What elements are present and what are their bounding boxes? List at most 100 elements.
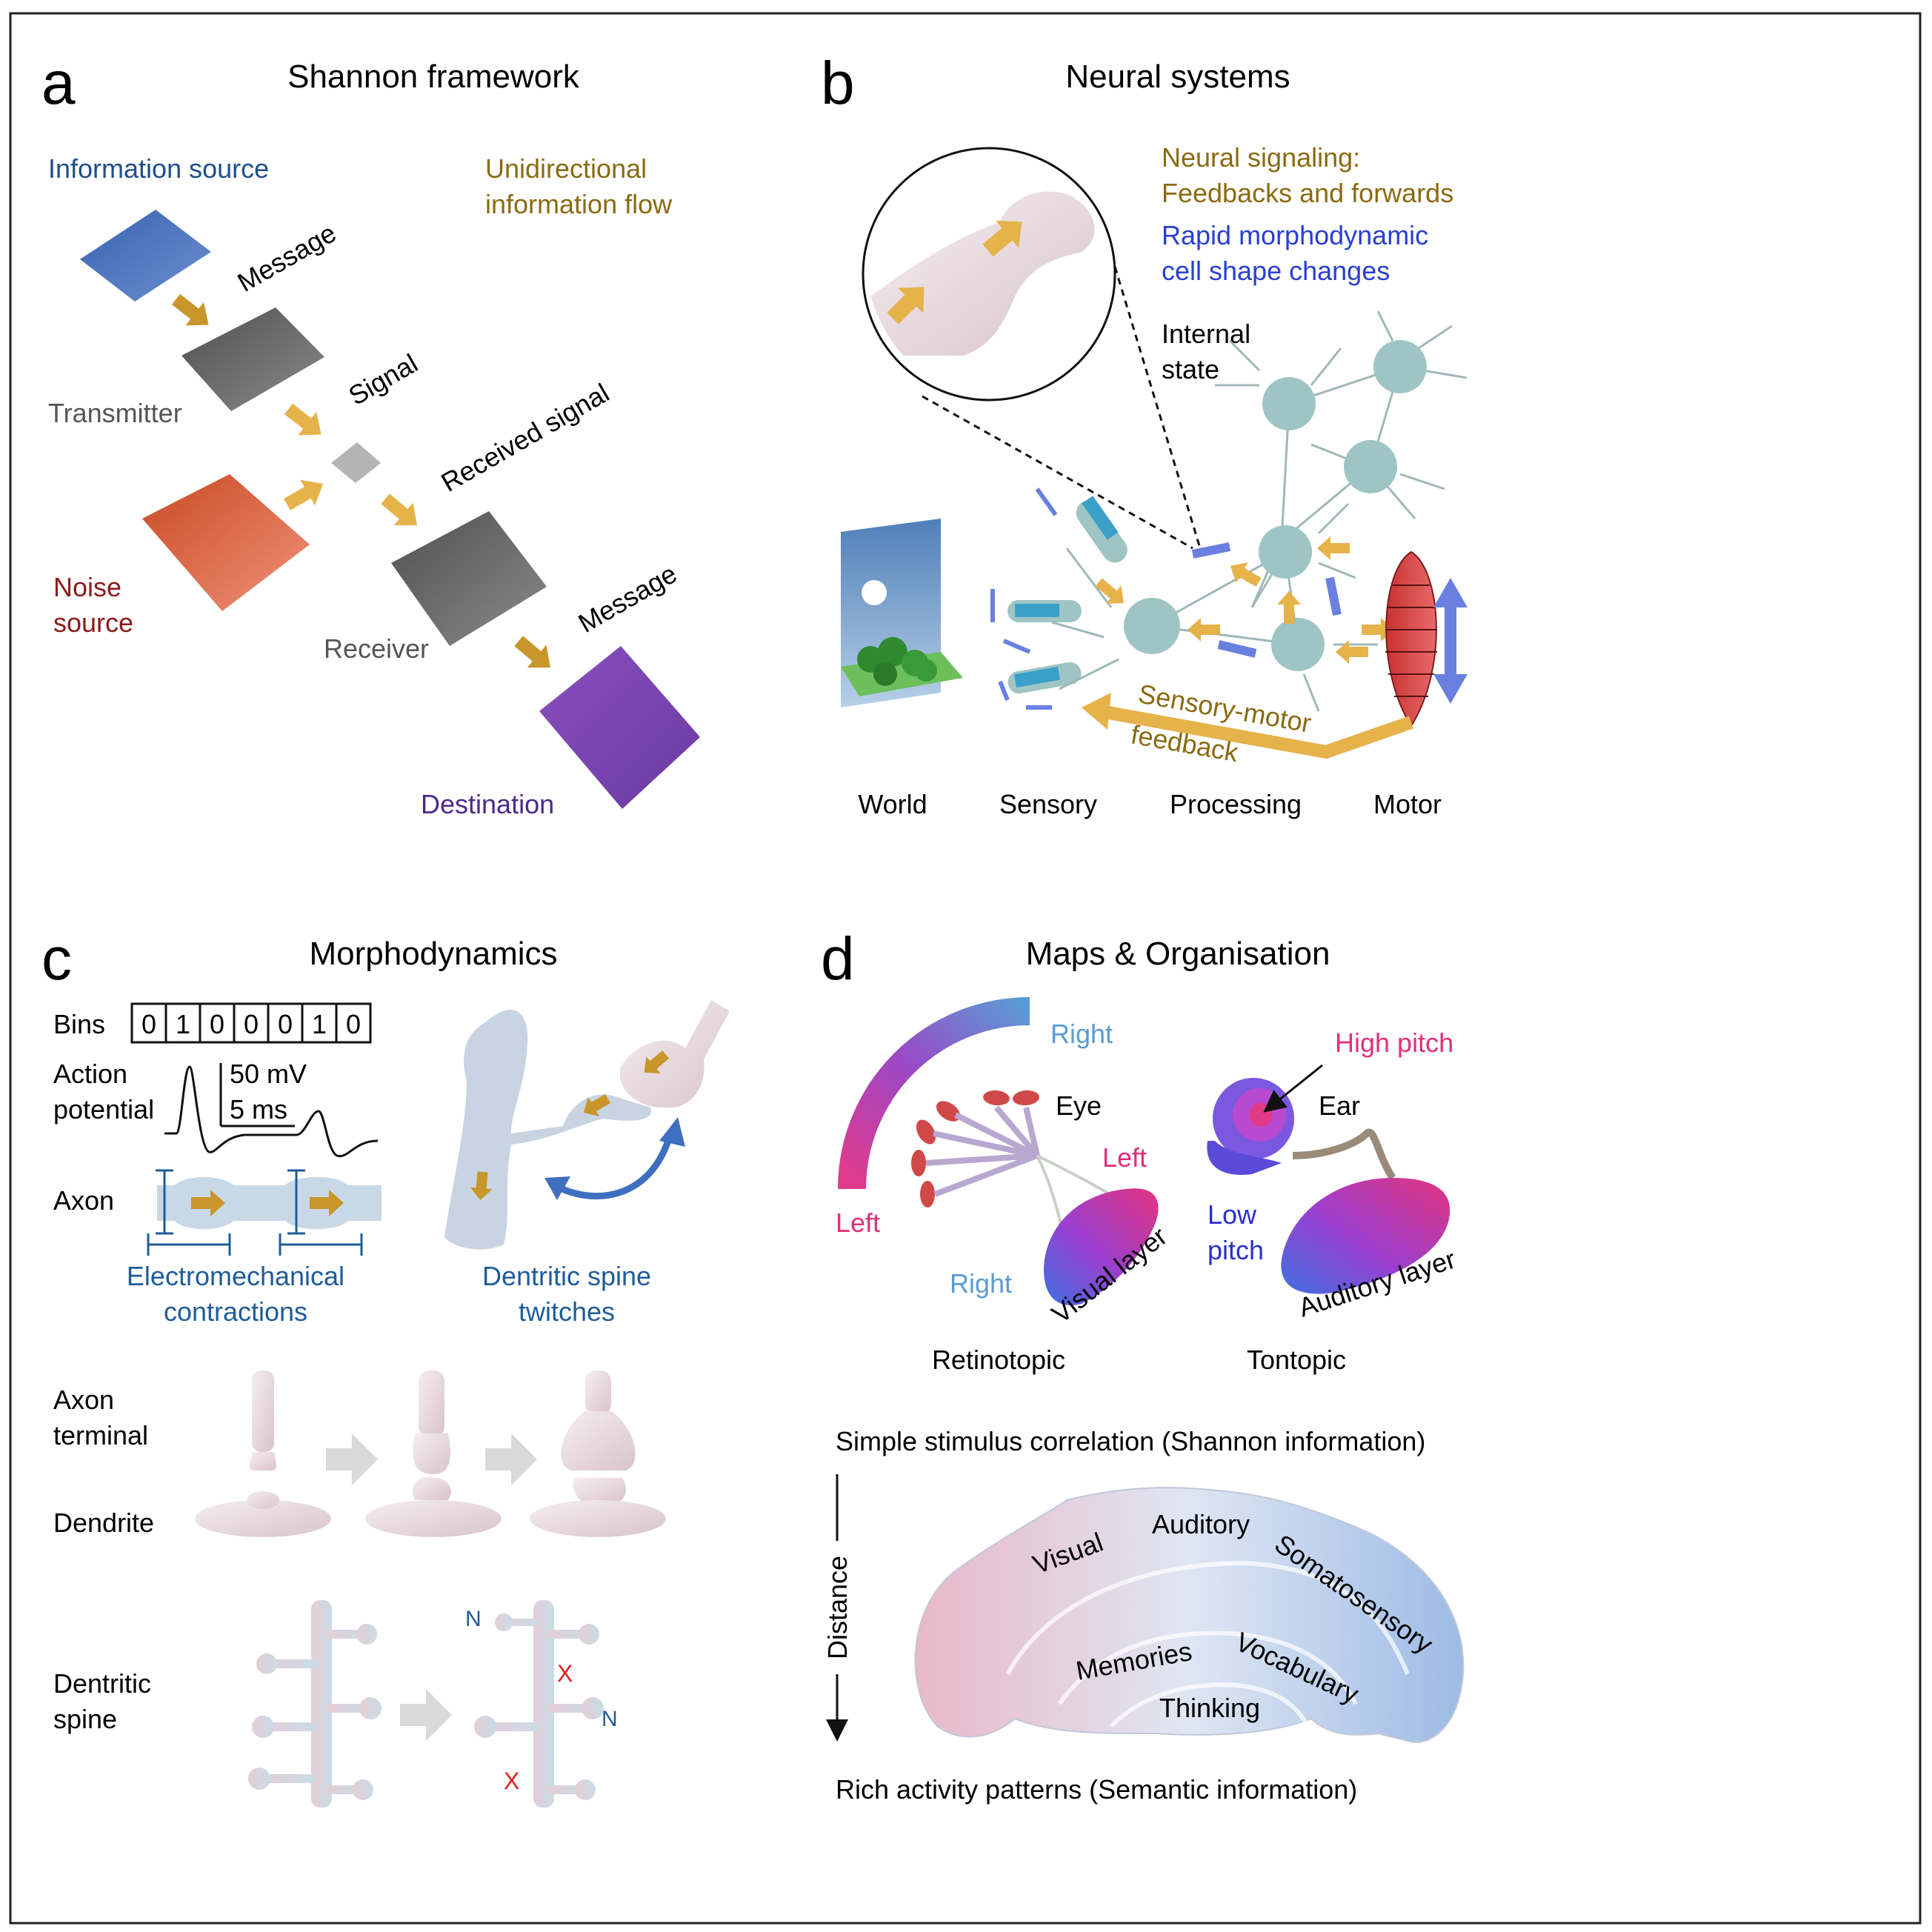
internal-state-line-1: Internal	[1162, 319, 1250, 349]
internal-neuron-2	[1373, 340, 1427, 393]
axon-brackets	[147, 1169, 363, 1256]
dendritic-spine-line-2: spine	[53, 1704, 117, 1734]
dendrite-label: Dendrite	[53, 1508, 154, 1538]
panel-d-title: Maps & Organisation	[1026, 936, 1330, 972]
motor-blue-arrow-head-bottom	[1433, 674, 1468, 704]
bin-value: 1	[176, 1009, 190, 1039]
sensory-motor-feedback-arrow	[1099, 704, 1413, 759]
scale-ms: 5 ms	[230, 1094, 287, 1125]
destination-square	[539, 646, 700, 809]
rapid-line-1: Rapid morphodynamic	[1162, 220, 1428, 250]
neural-signaling-line-1: Neural signaling:	[1162, 142, 1360, 173]
new-spine-marker-2: N	[602, 1707, 618, 1731]
axon-label: Axon	[53, 1185, 114, 1216]
destination-label: Destination	[421, 789, 554, 819]
internal-state-line-2: state	[1162, 354, 1219, 384]
arrow-transmitter-signal	[284, 403, 322, 436]
arrow-source-transmitter	[171, 293, 209, 326]
bin-cell	[233, 1002, 270, 1044]
cortex-outer	[914, 1487, 1465, 1743]
arrow-noise-channel	[283, 479, 323, 510]
stage-arrow-2	[485, 1433, 537, 1485]
bin-cell	[164, 1002, 201, 1044]
noise-source-line-2: source	[53, 607, 133, 638]
arrow-receiver-destination	[514, 636, 550, 668]
feedback-arrow-head	[1082, 693, 1111, 730]
bin-value: 0	[346, 1009, 361, 1039]
sensory-receptors	[1007, 496, 1127, 694]
bin-value: 0	[141, 1009, 156, 1039]
zoom-arrow-1	[887, 287, 925, 324]
bins-label: Bins	[53, 1009, 105, 1039]
bin-cell	[335, 1002, 372, 1044]
ear-label: Ear	[1319, 1090, 1360, 1121]
information-source-label: Information source	[48, 153, 269, 184]
processing-blue-arrows	[1191, 542, 1342, 658]
cortex-inner-ridge-3	[1109, 1682, 1310, 1728]
panel-b-title: Neural systems	[1065, 59, 1290, 95]
stage-arrow-1	[326, 1433, 378, 1485]
stage-sensory: Sensory	[999, 789, 1097, 819]
panel-b: b Neural systems Neural signaling: Feedb…	[821, 50, 1468, 819]
retinotopic-label: Retinotopic	[932, 1345, 1065, 1375]
electromechanical-line-2: contractions	[164, 1296, 307, 1327]
panel-c-letter: c	[41, 925, 72, 993]
simple-stimulus-label: Simple stimulus correlation (Shannon inf…	[836, 1426, 1425, 1456]
zoom-spine-shape	[870, 191, 1095, 356]
rich-activity-label: Rich activity patterns (Semantic informa…	[836, 1774, 1357, 1805]
removed-spine-marker-1: X	[557, 1660, 573, 1687]
spine-twitch-arrow	[550, 1132, 674, 1200]
panel-d-letter: d	[821, 925, 855, 993]
scale-mv: 50 mV	[230, 1059, 307, 1089]
zoom-line-left	[922, 395, 1193, 550]
channel-square	[331, 442, 381, 483]
bin-value: 0	[244, 1009, 259, 1039]
region-thinking: Thinking	[1159, 1693, 1260, 1723]
spine-before	[248, 1600, 382, 1808]
high-pitch-label: High pitch	[1335, 1027, 1453, 1058]
spine-after	[474, 1600, 604, 1808]
noise-square	[142, 474, 310, 611]
left-layer-label: Left	[1102, 1142, 1147, 1173]
dendritic-spine-line-1: Dentritic	[53, 1668, 151, 1699]
axon-gold-arrows	[191, 1190, 344, 1216]
muscle-stripes	[1385, 584, 1437, 697]
transmitter-label: Transmitter	[48, 398, 182, 428]
neural-signaling-line-2: Feedbacks and forwards	[1162, 178, 1453, 208]
visual-layer-shape	[1044, 1188, 1159, 1305]
spine-stage-arrow	[400, 1689, 452, 1741]
transmitter-square	[181, 307, 324, 411]
internal-neuron-3	[1344, 440, 1397, 493]
panel-a-title: Shannon framework	[287, 59, 580, 95]
bin-value: 0	[210, 1009, 224, 1039]
spine-twitches-line-1: Dentritic spine	[482, 1261, 651, 1291]
low-pitch-line-2: pitch	[1208, 1235, 1264, 1265]
action-potential-line-1: Action	[53, 1059, 127, 1089]
bin-value: 1	[312, 1009, 327, 1039]
synapse-stage-3	[530, 1370, 666, 1537]
internal-neuron-1	[1262, 377, 1316, 430]
distance-label: Distance	[822, 1556, 853, 1659]
information-source-square	[80, 210, 211, 302]
world-sun	[862, 580, 887, 605]
bin-value: 0	[278, 1009, 293, 1039]
auditory-layer-shape	[1281, 1178, 1450, 1294]
bin-cell	[199, 1002, 236, 1044]
arrow-channel-receiver	[381, 493, 417, 526]
auditory-nerve	[1292, 1128, 1396, 1180]
zoom-arrow-2	[982, 220, 1022, 257]
axon-shape	[157, 1176, 382, 1230]
stage-world: World	[858, 789, 927, 819]
receiver-square	[391, 511, 547, 646]
action-potential-line-2: potential	[53, 1094, 154, 1125]
bin-cell	[267, 1002, 304, 1044]
axon-terminal-line-2: terminal	[53, 1420, 148, 1450]
zoom-line-right	[1113, 266, 1202, 549]
synapse-stage-1	[195, 1370, 331, 1537]
stage-motor: Motor	[1373, 789, 1442, 819]
panel-c-title: Morphodynamics	[309, 936, 557, 972]
sensory-blue-arrows	[990, 487, 1058, 710]
